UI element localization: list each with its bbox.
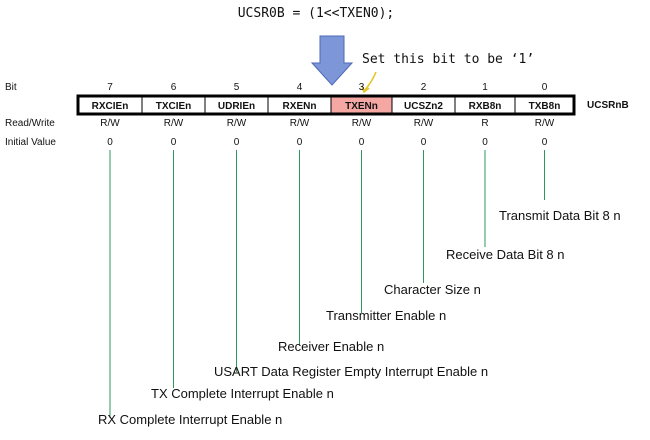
bit-name: RXENn [283,101,317,112]
highlighted-bit-cell [331,96,392,114]
bit-initial-value: 0 [482,137,488,148]
bit-number: 3 [359,82,365,93]
bit-initial-value: 0 [359,137,365,148]
bit-description: Transmit Data Bit 8 n [499,208,621,223]
bit-initial-value: 0 [171,137,177,148]
bit-name: RXCIEn [92,101,129,112]
bit-read-write: R/W [352,118,372,129]
row-label-read-write: Read/Write [5,118,55,129]
pointer-icon [361,71,377,94]
bit-name: RXB8n [469,101,502,112]
bit-number: 6 [171,82,177,93]
bit-name: TXB8n [529,101,561,112]
bit-description: Character Size n [384,282,481,297]
annotation-text: Set this bit to be ‘1’ [362,52,534,67]
bit-initial-value: 0 [107,137,113,148]
bit-name: TXENn [345,101,378,112]
bit-number: 0 [542,82,548,93]
bit-description: Receive Data Bit 8 n [446,247,565,262]
bit-number: 4 [297,82,303,93]
bit-name: UDRIEn [218,101,255,112]
bit-read-write: R/W [414,118,434,129]
bit-read-write: R/W [227,118,247,129]
register-frame [76,94,576,116]
row-label-initial-value: Initial Value [5,137,56,148]
bit-number: 5 [234,82,240,93]
bit-read-write: R/W [535,118,555,129]
row-label-bit: Bit [5,82,17,93]
bit-name: TXCIEn [156,101,192,112]
bit-initial-value: 0 [297,137,303,148]
bit-initial-value: 0 [542,137,548,148]
bit-description: TX Complete Interrupt Enable n [151,386,334,401]
register-name: UCSRnB [587,100,629,111]
bit-read-write: R/W [164,118,184,129]
code-line: UCSR0B = (1<<TXEN0); [238,6,395,21]
down-arrow-icon [310,35,354,86]
bit-read-write: R [481,118,488,129]
bit-number: 2 [421,82,427,93]
bit-number: 1 [482,82,488,93]
bit-name: UCSZn2 [404,101,443,112]
bit-description: RX Complete Interrupt Enable n [98,412,282,427]
bit-read-write: R/W [290,118,310,129]
bit-read-write: R/W [100,118,120,129]
bit-initial-value: 0 [234,137,240,148]
bit-number: 7 [107,82,113,93]
bit-description: USART Data Register Empty Interrupt Enab… [214,364,488,379]
bit-initial-value: 0 [421,137,427,148]
bit-description: Receiver Enable n [278,339,384,354]
bit-description: Transmitter Enable n [326,308,446,323]
